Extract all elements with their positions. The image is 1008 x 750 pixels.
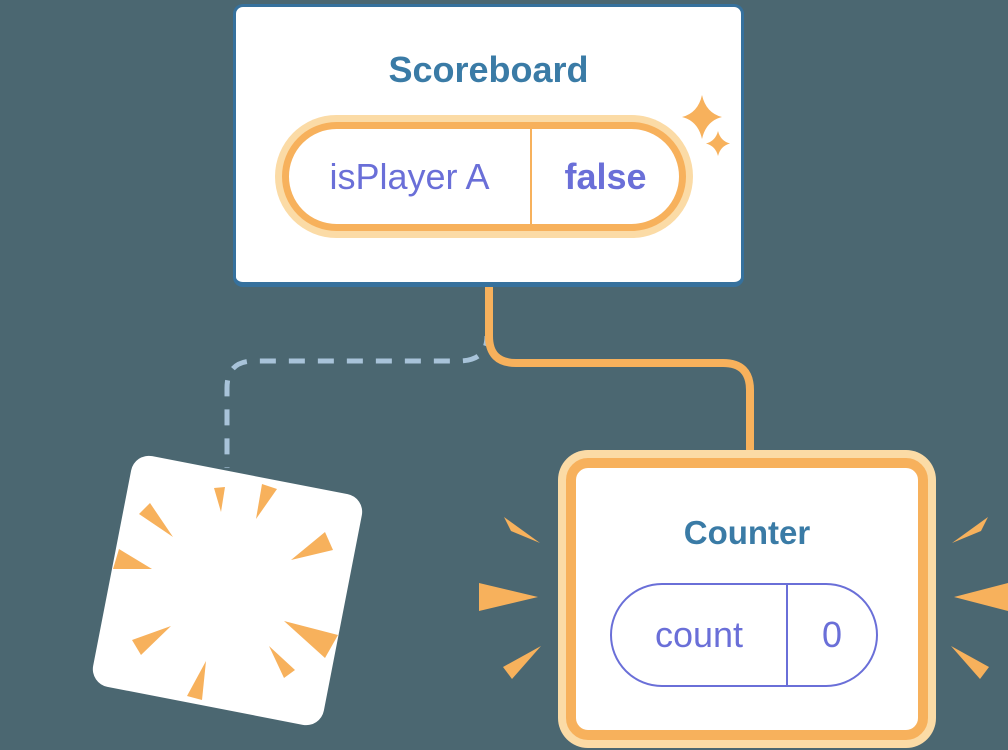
counter-state-pill: count 0 xyxy=(610,583,878,687)
scoreboard-component-card: Scoreboard isPlayer A false xyxy=(233,4,744,287)
active-branch-connector xyxy=(485,284,754,456)
pill-divider xyxy=(530,129,532,224)
dashed-removed-branch-connector xyxy=(224,335,490,468)
counter-component-card: Counter count 0 xyxy=(566,458,928,740)
pill-divider xyxy=(786,585,788,685)
state-name: count xyxy=(654,614,744,655)
state-name: isPlayer A xyxy=(329,155,490,197)
state-value: 0 xyxy=(821,614,843,655)
scoreboard-title: Scoreboard xyxy=(388,49,589,90)
state-value: false xyxy=(564,155,647,197)
counter-title: Counter xyxy=(683,514,811,551)
scoreboard-state-pill: isPlayer A false xyxy=(282,122,686,231)
destroyed-component-card xyxy=(89,452,366,729)
